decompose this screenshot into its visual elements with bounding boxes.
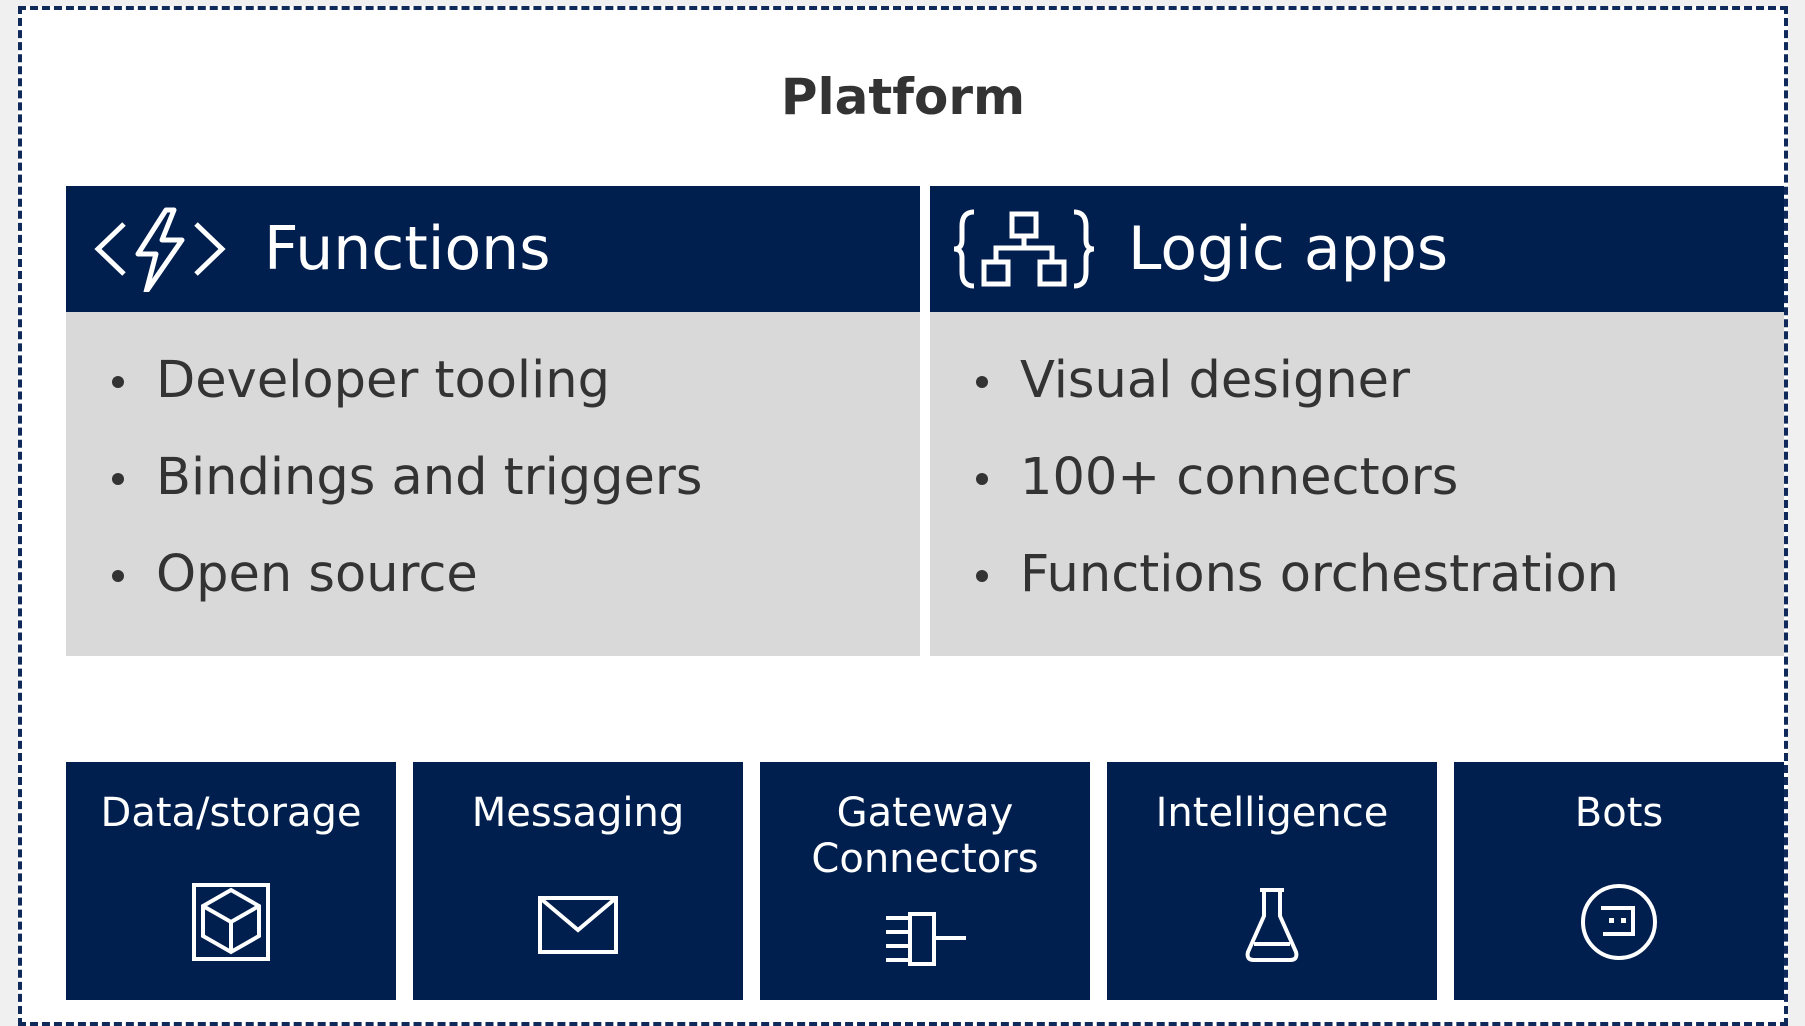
tile-label: Gateway Connectors bbox=[811, 790, 1039, 882]
tile-label: Messaging bbox=[471, 790, 685, 836]
tile-gateway-connectors: Gateway Connectors bbox=[760, 762, 1090, 1000]
functions-panel: Functions Developer tooling Bindings and… bbox=[66, 186, 920, 656]
functions-header: Functions bbox=[66, 186, 920, 312]
list-item: Functions orchestration bbox=[970, 532, 1784, 629]
list-item: 100+ connectors bbox=[970, 435, 1784, 532]
functions-list: Developer tooling Bindings and triggers … bbox=[66, 312, 920, 629]
tile-bots: Bots bbox=[1454, 762, 1784, 1000]
tile-label: Bots bbox=[1574, 790, 1664, 836]
tile-label: Data/storage bbox=[100, 790, 362, 836]
logic-apps-panel: Logic apps Visual designer 100+ connecto… bbox=[930, 186, 1784, 656]
logic-apps-list: Visual designer 100+ connectors Function… bbox=[930, 312, 1784, 629]
list-item: Visual designer bbox=[970, 338, 1784, 435]
list-item: Developer tooling bbox=[106, 338, 920, 435]
tile-intelligence: Intelligence bbox=[1107, 762, 1437, 1000]
flask-icon bbox=[1245, 888, 1299, 962]
list-item: Bindings and triggers bbox=[106, 435, 920, 532]
functions-body: Developer tooling Bindings and triggers … bbox=[66, 312, 920, 656]
functions-title: Functions bbox=[264, 214, 551, 284]
tile-label: Intelligence bbox=[1155, 790, 1389, 836]
code-bolt-icon bbox=[94, 207, 226, 292]
list-item: Open source bbox=[106, 532, 920, 629]
logic-apps-title: Logic apps bbox=[1128, 214, 1449, 284]
envelope-icon bbox=[538, 896, 618, 954]
platform-frame: Platform Functions Developer tooling Bin… bbox=[18, 6, 1788, 1026]
tile-data-storage: Data/storage bbox=[66, 762, 396, 1000]
workflow-braces-icon bbox=[954, 209, 1094, 289]
plug-icon bbox=[886, 912, 966, 966]
bot-icon bbox=[1581, 884, 1657, 960]
cube-icon bbox=[192, 883, 270, 961]
platform-title: Platform bbox=[780, 68, 1026, 126]
logic-apps-body: Visual designer 100+ connectors Function… bbox=[930, 312, 1784, 656]
tile-messaging: Messaging bbox=[413, 762, 743, 1000]
logic-apps-header: Logic apps bbox=[930, 186, 1784, 312]
